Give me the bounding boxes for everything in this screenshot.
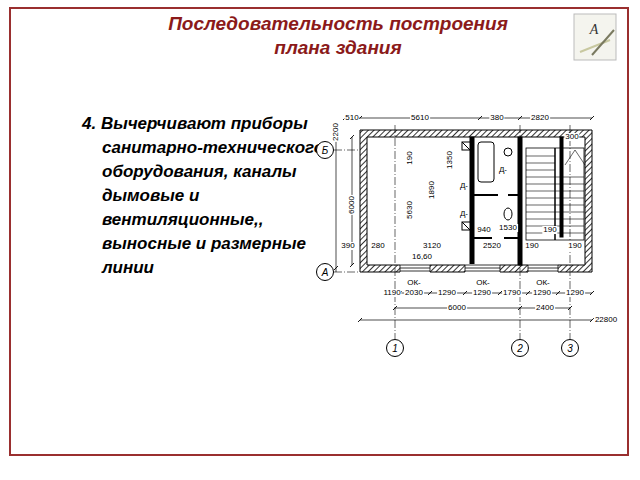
slide-border [10,8,628,455]
dimension-label: 1190 [382,289,401,297]
dimension-label: 190 [567,242,582,250]
axis-bubble: 1 [386,339,404,357]
stair-step [526,198,555,199]
room-area: 16,60 [411,253,433,261]
slide-title: Последовательность построения плана здан… [158,12,518,60]
stair-step [555,177,584,178]
dimension-label: 2820 [530,114,550,122]
dimension-label: 3120 [422,242,442,250]
icon [574,14,616,60]
icon-letter: A [590,22,599,38]
door-mark: Д- [498,166,508,174]
axis-letter: 1 [392,343,398,354]
stair-step [526,163,555,164]
dimension-label: 22800 [594,316,618,324]
dimension-label: 2520 [482,242,502,250]
stair-step [526,156,555,157]
dimension-label: 1290 [565,289,585,297]
stair-step [526,177,555,178]
dimension-label: 1290 [437,289,457,297]
door-mark: Д- [459,182,469,190]
dimension-label: 1290 [532,289,552,297]
axis-letter: Б [322,145,329,156]
dimension-label: 190 [542,226,557,234]
stair-step [526,219,555,220]
dimension-label: 2200 [332,122,340,142]
axis-letter: 3 [567,343,573,354]
step-text: 4. Вычерчивают приборы санитарно-техниче… [82,112,330,280]
axis-bubble: 2 [511,339,529,357]
axis-bubble: 3 [561,339,579,357]
stair-step [555,212,584,213]
dimension-label: 280 [370,242,385,250]
dimension-label: 190 [406,150,414,165]
dimension-label: 1890 [428,180,436,200]
dimension-label: 1350 [446,150,454,170]
dimension-label: 510 [344,114,359,122]
stair-step [526,212,555,213]
dimension-label: 5630 [406,200,414,220]
stair-step [526,184,555,185]
stair-step [555,226,584,227]
door-mark: Д- [459,210,469,218]
axis-bubble: Б [316,141,334,159]
stair-step [555,205,584,206]
stair-step [555,198,584,199]
stair-step [555,219,584,220]
stair-step [526,205,555,206]
stair-step [555,184,584,185]
dimension-label: 940 [476,226,491,234]
dimension-label: 300 [564,133,579,141]
window-mark: ОК- [535,279,551,287]
dimension-label: 1790 [502,289,522,297]
stair-step [526,191,555,192]
dimension-label: 390 [340,242,355,250]
axis-letter: 2 [517,343,523,354]
dimension-label: 2030 [404,289,424,297]
floor-plan [334,116,594,339]
dimension-label: 6000 [348,195,356,215]
dimension-label: 1530 [498,224,518,232]
stair-step [555,233,584,234]
dimension-label: 2400 [535,304,555,312]
dimension-label: 5610 [410,114,430,122]
window-mark: ОК- [475,279,491,287]
stair-step [526,170,555,171]
axis-bubble: А [316,263,334,281]
axis-letter: А [322,267,329,278]
dimension-label: 6000 [447,304,467,312]
dimension-label: 380 [489,114,504,122]
dimension-label: 1290 [472,289,492,297]
window-mark: ОК- [406,279,422,287]
stair-step [555,191,584,192]
dimension-label: 190 [524,242,539,250]
